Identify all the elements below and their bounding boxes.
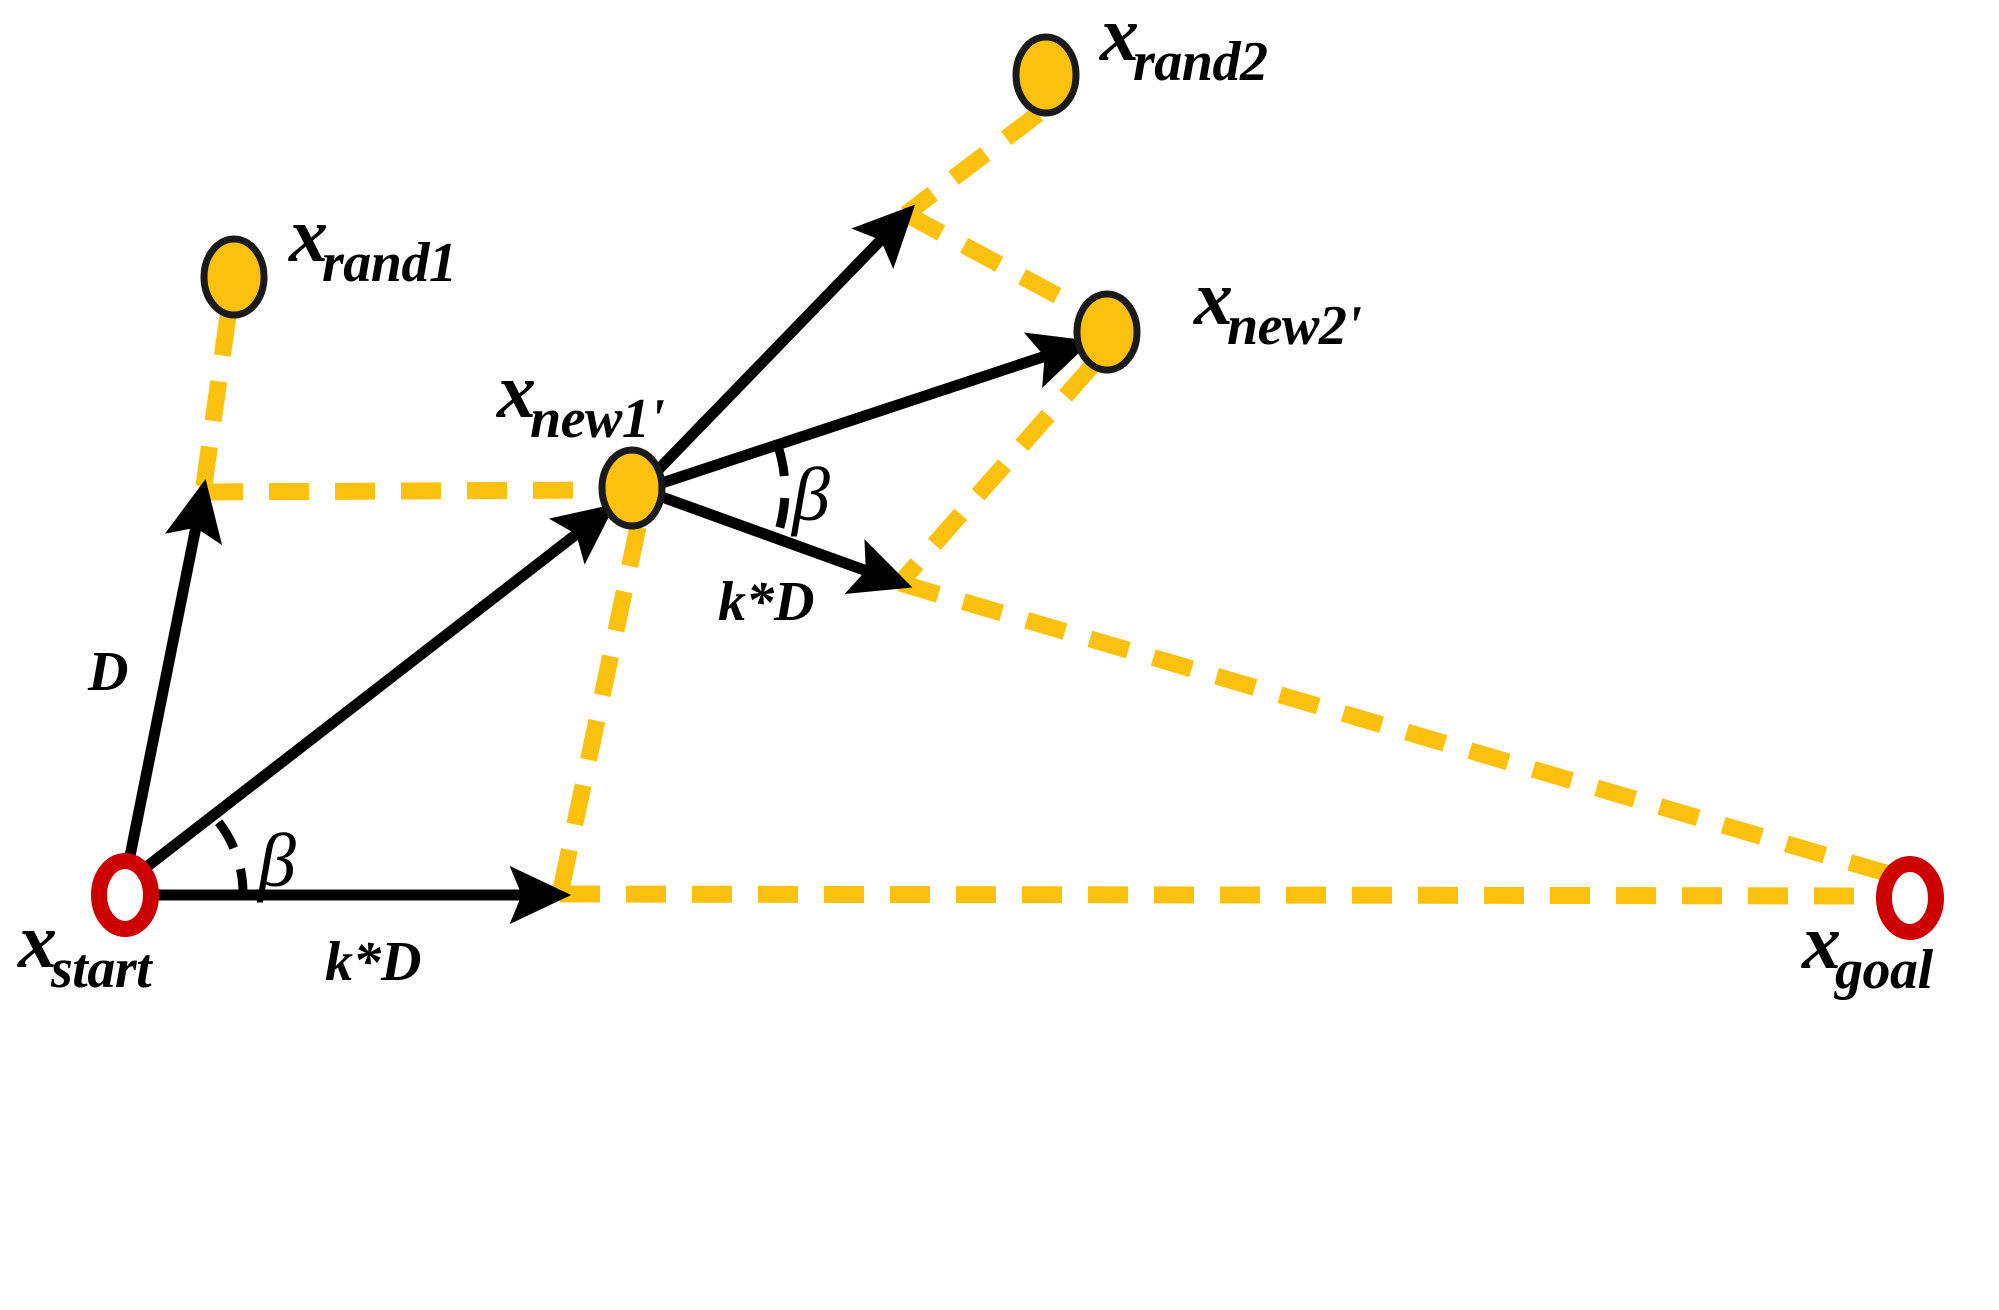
node-label-x-rand1: xrand1 [289, 196, 462, 292]
dashed-edge [559, 885, 1885, 905]
node-label-x-new2p: xnew2' [1194, 259, 1367, 355]
label-base: x [1802, 898, 1841, 985]
angle-arc-group [215, 445, 790, 894]
edge-label-kD-new1: k*D [718, 571, 815, 633]
solid-edge-arrow [122, 479, 223, 868]
label-subscript: goal [1835, 939, 1933, 1001]
dashed-edge [551, 525, 647, 896]
angle-arc [215, 819, 248, 894]
node-x-goal[interactable] [1876, 856, 1944, 940]
label-subscript: rand2 [1133, 31, 1268, 93]
node-label-x-goal: xgoal [1802, 903, 1939, 999]
dashed-path-group [194, 107, 1899, 905]
node-x-start[interactable] [91, 853, 159, 937]
node-label-x-new1p: xnew1' [497, 352, 670, 448]
label-subscript: start [51, 938, 152, 1000]
angle-arc [772, 445, 790, 540]
label-base: x [1194, 254, 1233, 341]
solid-edge-arrow [660, 332, 1092, 489]
dashed-edge [901, 206, 1089, 318]
label-base: x [18, 897, 57, 984]
solid-edge-arrow [660, 491, 913, 594]
label-base: x [289, 191, 328, 278]
edge-label-D-start: D [88, 641, 129, 703]
solid-edge-arrow [136, 503, 616, 877]
label-base: x [1100, 0, 1139, 77]
edge-label-kD-start: k*D [325, 931, 422, 993]
label-subscript: new2' [1227, 295, 1362, 357]
dashed-edge [194, 314, 237, 494]
label-base: x [497, 347, 536, 434]
dashed-edge [202, 481, 606, 501]
label-subscript: new1' [530, 388, 665, 450]
node-x-new1p[interactable] [598, 446, 666, 530]
solid-edge-arrow [654, 204, 916, 474]
node-group [91, 33, 1944, 940]
node-x-rand2[interactable] [1012, 33, 1080, 117]
node-x-new2p[interactable] [1073, 290, 1141, 374]
node-x-rand1[interactable] [200, 235, 268, 319]
angle-label-beta-new1: β [792, 453, 830, 537]
dashed-edge [900, 107, 1044, 221]
label-subscript: rand1 [322, 232, 457, 294]
dashed-edge [897, 574, 1899, 885]
solid-edge-group [122, 204, 1092, 925]
node-label-x-start: xstart [18, 902, 157, 998]
dashed-edge [893, 360, 1099, 589]
angle-label-beta-start: β [258, 819, 296, 903]
node-label-x-rand2: xrand2 [1100, 0, 1273, 90]
